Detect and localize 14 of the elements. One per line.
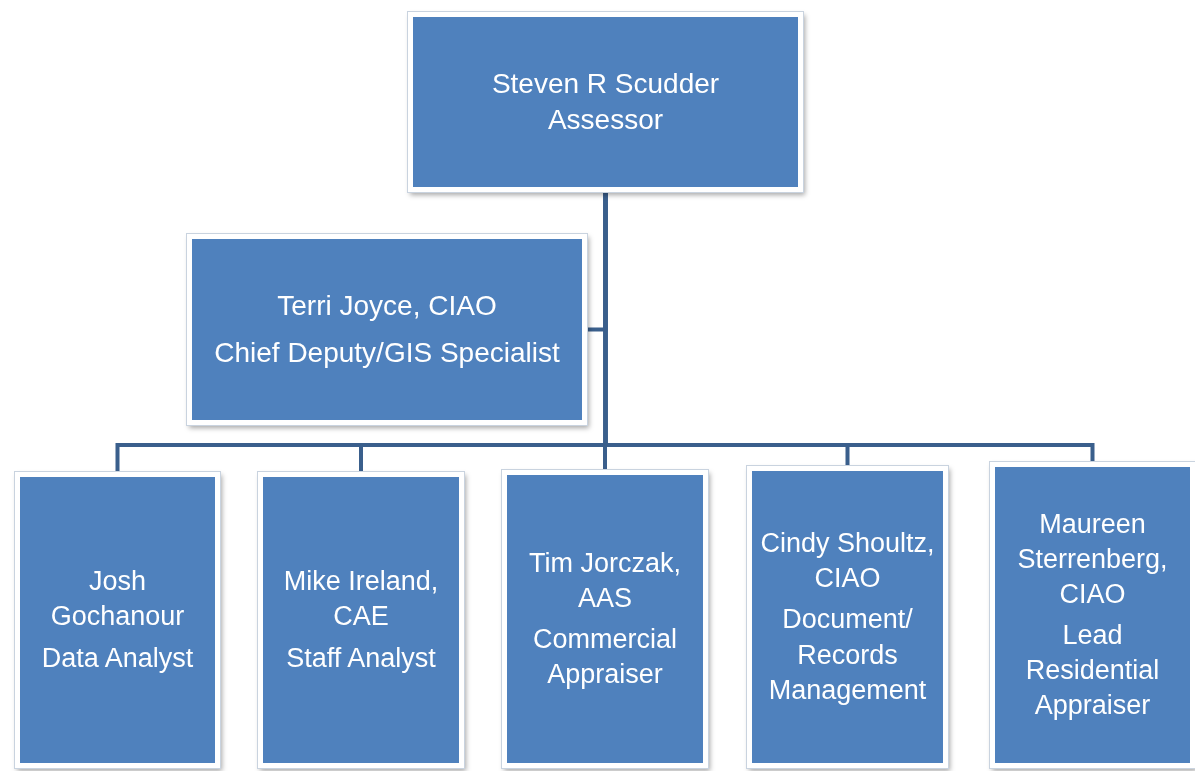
job-title: Data Analyst: [41, 641, 194, 675]
person-name: Maureen Sterrenberg, CIAO: [1016, 507, 1169, 611]
person-name: Cindy Shoultz, CIAO: [759, 527, 936, 596]
person-name: Terri Joyce, CIAO: [277, 289, 497, 324]
person-name: Tim Jorczak, AAS: [528, 546, 682, 615]
job-title: Chief Deputy/GIS Specialist: [214, 335, 560, 370]
job-title: Assessor: [547, 103, 664, 137]
person-name: Mike Ireland, CAE: [282, 565, 440, 634]
person-name: Josh Gochanour: [49, 565, 186, 634]
job-title: Commercial Appraiser: [532, 623, 678, 692]
job-title: Lead Residential Appraiser: [1024, 619, 1161, 723]
job-title: Document/ Records Management: [767, 603, 928, 707]
person-name: Steven R Scudder: [491, 66, 720, 101]
job-title: Staff Analyst: [286, 641, 436, 675]
